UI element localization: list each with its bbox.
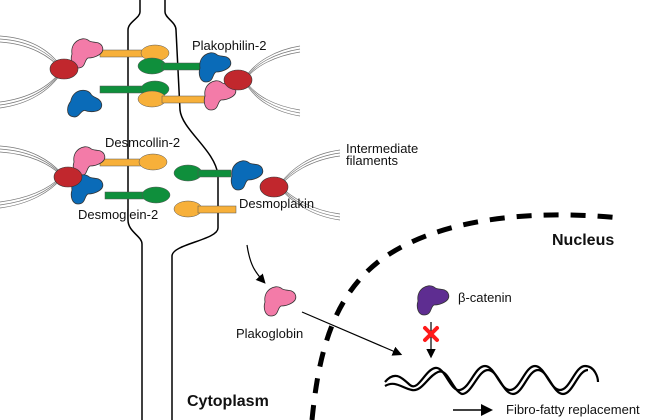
dna-helix-icon [384, 364, 600, 396]
junction-top-left [49, 38, 170, 126]
label-desmocollin: Desmcollin-2 [105, 135, 180, 150]
block-x-icon [423, 326, 439, 342]
arrow-to-plakoglobin [246, 244, 266, 284]
label-cytoplasm: Cytoplasm [187, 393, 269, 410]
plakophilin-shape [64, 86, 106, 126]
label-outcome: Fibro-fatty replacement [506, 402, 640, 417]
arrow-plakoglobin-to-dna [301, 311, 403, 356]
nucleus-boundary [309, 212, 621, 420]
label-desmoglein: Desmoglein-2 [78, 207, 158, 222]
label-plakophilin: Plakophilin-2 [192, 38, 266, 53]
beta-catenin-icon [416, 285, 450, 316]
label-beta-catenin: β-catenin [458, 290, 512, 305]
junction-middle-left [53, 146, 171, 205]
junction-middle-right [173, 160, 289, 218]
label-plakoglobin: Plakoglobin [236, 326, 303, 341]
label-intermediate-2: filaments [346, 153, 399, 168]
cell-membrane-left [127, 0, 143, 420]
label-intermediate-1: Intermediate [346, 141, 418, 156]
plakoglobin-free-icon [263, 286, 297, 317]
cell-membrane-right [164, 0, 219, 420]
desmoplakin-shape [49, 58, 79, 80]
label-desmoplakin: Desmoplakin [239, 196, 314, 211]
junction-top-right [137, 52, 253, 111]
label-nucleus: Nucleus [552, 232, 614, 249]
